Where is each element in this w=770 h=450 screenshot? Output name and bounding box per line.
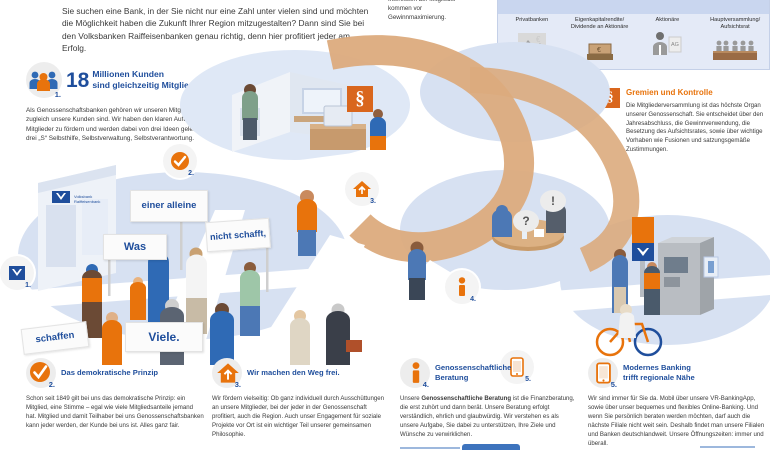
bottom-header-3: 3. Wir machen den Weg frei. bbox=[212, 356, 390, 390]
marker-number-2: 2. bbox=[188, 170, 194, 177]
comparison-cell-label: Eigenkapitalrendite/ Dividende an Aktion… bbox=[570, 17, 629, 30]
footer-button[interactable] bbox=[462, 444, 520, 450]
bottom-title-5-line1: Modernes Banking bbox=[623, 363, 691, 372]
gremien-title: Gremien und Kontrolle bbox=[626, 88, 713, 97]
section-1-big-number: 18 bbox=[66, 69, 90, 92]
bottom-body-4: Unsere Genossenschaftliche Beratung ist … bbox=[400, 395, 578, 440]
bottom-body-4-post: ist die Finanzberatung, die erst zuhört … bbox=[400, 395, 575, 438]
svg-text:€: € bbox=[536, 35, 541, 44]
info-i-icon: 4. bbox=[400, 358, 430, 389]
comparison-cell-equity-return: Eigenkapitalrendite/ Dividende an Aktion… bbox=[566, 14, 634, 69]
cyclist-scene bbox=[595, 304, 663, 357]
section-1-title-line1: Millionen Kunden bbox=[92, 69, 164, 79]
bottom-number-3: 3. bbox=[234, 380, 241, 389]
svg-text:AG: AG bbox=[671, 42, 679, 48]
bank-member-icon bbox=[9, 266, 25, 280]
checkmark-icon bbox=[171, 152, 189, 170]
bottom-header-5: 5. Modernes Banking trifft regionale Näh… bbox=[588, 356, 766, 390]
comparison-side-text: Bei den Volksbanken Raiffeisenbanken ste… bbox=[388, 0, 456, 21]
house-arrow-up-icon: 3. bbox=[212, 358, 242, 389]
comparison-cell-label: Aktionäre bbox=[655, 17, 680, 23]
sign-viele: Viele. bbox=[125, 322, 203, 352]
comparison-row-cooperative: Raiffeisenbank Dividende an Mitglieder bbox=[498, 0, 769, 14]
svg-text:Volksbank: Volksbank bbox=[74, 194, 92, 199]
bottom-number-2: 2. bbox=[48, 380, 55, 389]
comparison-cell-general-meeting: Hauptversammlung/ Aufsichtsrat bbox=[701, 14, 769, 69]
bottom-header-4: 4. Genossenschaftliche Beratung bbox=[400, 356, 578, 390]
walking-person-right bbox=[408, 241, 426, 300]
footer-rule-left bbox=[400, 447, 460, 449]
smartphone-icon: 5. bbox=[588, 358, 618, 389]
paragraph-square-icon: § bbox=[347, 86, 373, 112]
bottom-column-beratung: 4. Genossenschaftliche Beratung Unsere G… bbox=[400, 356, 578, 440]
speech-bubble-exclamation: ! bbox=[540, 190, 566, 212]
bottom-body-3: Wir fördern vielseitig: Ob ganz individu… bbox=[212, 395, 385, 438]
smartphone-icon bbox=[510, 357, 524, 377]
intro-paragraph: Sie suchen eine Bank, in der Sie nicht n… bbox=[62, 6, 369, 54]
section-1-header: 1. 18 Millionen Kunden sind gleichzeitig… bbox=[26, 62, 226, 99]
bank-branch-building: Volksbank Raiffeisenbank bbox=[38, 165, 116, 291]
section-1-body: Als Genossenschaftsbanken gehören wir un… bbox=[26, 107, 217, 143]
bottom-body-4-bold: Genossenschaftliche Beratung bbox=[421, 395, 512, 402]
bottom-title-5-line2: trifft regionale Nähe bbox=[623, 373, 695, 382]
svg-text:€: € bbox=[597, 47, 601, 54]
bottom-number-4: 4. bbox=[422, 380, 429, 389]
bottom-body-2: Schon seit 1849 gilt bei uns das demokra… bbox=[26, 395, 204, 429]
comparison-cell-shareholders: Aktionäre AG bbox=[634, 14, 702, 69]
desk-scene bbox=[310, 105, 386, 150]
comparison-cell-supervisory-board: Aufsichtsrat bbox=[701, 0, 769, 14]
bottom-title-4-line2: Beratung bbox=[435, 373, 469, 382]
section-1-number: 1. bbox=[54, 90, 61, 99]
info-i-icon bbox=[458, 277, 466, 296]
marker-number-4: 4. bbox=[470, 296, 476, 303]
person-upper-walkway bbox=[242, 84, 258, 140]
marker-bubble-3[interactable]: 3. bbox=[345, 172, 379, 206]
atm-scene bbox=[612, 217, 719, 315]
bottom-column-weg-frei: 3. Wir machen den Weg frei. Wir fördern … bbox=[212, 356, 390, 440]
members-group-icon: 1. bbox=[26, 62, 62, 99]
walking-person-center bbox=[297, 190, 317, 256]
comparison-cell-label: Privatbanken bbox=[515, 17, 549, 23]
comparison-cell-members: Mitglieder bbox=[634, 0, 702, 14]
bottom-body-5: Wir sind immer für Sie da. Mobil über un… bbox=[588, 395, 765, 447]
marker-bubble-1[interactable]: 1. bbox=[0, 256, 34, 290]
marker-number-5: 5. bbox=[525, 376, 531, 383]
gremien-body: Die Mitgliederversammlung ist das höchst… bbox=[626, 102, 764, 153]
bottom-title-2-line1: Das demokratische Prinzip bbox=[61, 368, 159, 377]
bottom-number-5: 5. bbox=[610, 380, 617, 389]
speech-bubble-question: ? bbox=[513, 210, 539, 232]
marker-number-3: 3. bbox=[370, 198, 376, 205]
comparison-cell-label: Hauptversammlung/ Aufsichtsrat bbox=[710, 17, 761, 30]
sign-nicht-schafft: nicht schafft, bbox=[205, 217, 271, 253]
sign-was: Was bbox=[103, 234, 167, 260]
section-1-title-line2: sind gleichzeitig Mitglieder bbox=[92, 80, 203, 90]
bottom-title-3-line1: Wir machen den Weg frei. bbox=[247, 368, 340, 377]
section-18-million: 1. 18 Millionen Kunden sind gleichzeitig… bbox=[26, 62, 226, 144]
bottom-sections: 2. Das demokratische Prinzip Schon seit … bbox=[0, 356, 770, 450]
footer-rule-right bbox=[700, 446, 755, 448]
marker-bubble-4[interactable]: 4. bbox=[445, 270, 479, 304]
checkmark-icon: 2. bbox=[26, 358, 56, 389]
sign-einer-alleine: einer alleine bbox=[130, 190, 208, 222]
bottom-header-2: 2. Das demokratische Prinzip bbox=[26, 356, 204, 390]
marker-bubble-2[interactable]: 2. bbox=[163, 144, 197, 178]
svg-text:Raiffeisenbank: Raiffeisenbank bbox=[74, 199, 100, 204]
bottom-title-4-line1: Genossenschaftliche bbox=[435, 363, 512, 372]
illustration-stage: Volksbank Raiffeisenbank bbox=[0, 35, 770, 384]
marker-number-1: 1. bbox=[25, 282, 31, 289]
equity-return-icon: € bbox=[568, 32, 632, 62]
section-gremien-kontrolle: § Gremien und Kontrolle Die Mitgliederve… bbox=[600, 88, 768, 155]
marker-bubble-5[interactable]: 5. bbox=[500, 350, 534, 384]
house-arrow-up-icon bbox=[353, 181, 371, 197]
comparison-cell-raiffeisenbank: Raiffeisenbank bbox=[498, 0, 566, 14]
bottom-body-4-pre: Unsere bbox=[400, 395, 422, 402]
bottom-column-democratic: 2. Das demokratische Prinzip Schon seit … bbox=[26, 356, 204, 431]
shareholder-icon: AG bbox=[636, 25, 700, 55]
comparison-cell-dividend-members: Dividende an Mitglieder bbox=[566, 0, 634, 14]
bottom-column-modernes-banking: 5. Modernes Banking trifft regionale Näh… bbox=[588, 356, 766, 448]
general-meeting-icon bbox=[703, 32, 767, 62]
